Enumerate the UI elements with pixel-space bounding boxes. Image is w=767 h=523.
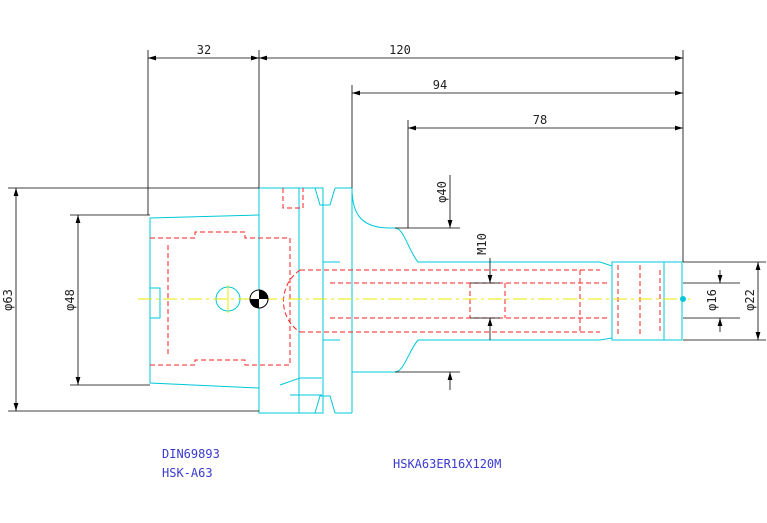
hsk-shank-outline <box>149 214 260 389</box>
tool-tip-point <box>680 296 686 302</box>
collet-nut <box>611 261 683 341</box>
dim-text-32: 32 <box>197 43 211 57</box>
dim-text-dia63: φ63 <box>1 289 15 311</box>
flange <box>258 187 324 414</box>
dim-text-dia48: φ48 <box>63 289 77 311</box>
model-note: HSKA63ER16X120M <box>393 457 502 471</box>
interface-note: HSK-A63 <box>162 466 213 480</box>
dim-text-dia16: φ16 <box>705 289 719 311</box>
tool-outline <box>149 187 683 414</box>
dim-text-78: 78 <box>533 113 547 127</box>
standard-note: DIN69893 <box>162 447 220 461</box>
dim-text-dia40: φ40 <box>435 181 449 203</box>
dim-text-m10: M10 <box>475 233 489 255</box>
v-groove <box>314 187 336 206</box>
dim-text-120: 120 <box>389 43 411 57</box>
dim-text-94: 94 <box>433 78 447 92</box>
datum-symbol <box>249 289 269 309</box>
dimension-lines <box>8 50 766 412</box>
dim-text-dia22: φ22 <box>743 289 757 311</box>
shank-slot <box>150 287 161 319</box>
body-transition <box>351 187 613 373</box>
hidden-lines <box>150 188 661 366</box>
